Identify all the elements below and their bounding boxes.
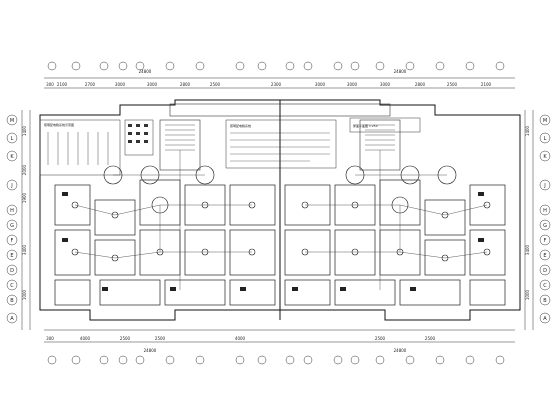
right-axis-E: E — [543, 253, 546, 259]
left-legend-box: 照明配电箱系统示意图 — [39, 119, 121, 176]
left-dim-3: 3400 — [22, 244, 27, 255]
overall-dim-bottom-left: 24800 — [144, 348, 157, 353]
right-axis-C: C — [543, 283, 547, 289]
left-axis-E: E — [10, 253, 13, 259]
right-note-text: 屋面平面图 1:250 — [353, 123, 378, 128]
top-dim-4: 2800 — [180, 82, 191, 87]
left-dim-0: 1400 — [22, 125, 27, 136]
left-axis-M: M — [10, 118, 14, 124]
bottom-dim-start: 300 — [46, 336, 54, 341]
top-dim-start: 300 — [46, 82, 54, 87]
left-axis-D: D — [10, 268, 14, 274]
bottom-dim-5: 2500 — [425, 336, 436, 341]
left-axis-A: A — [10, 316, 14, 322]
top-dim-3: 3000 — [147, 82, 158, 87]
left-dim-1: 2000 — [22, 164, 27, 175]
overall-dim-top-left: 24800 — [139, 69, 152, 74]
right-axis-D: D — [543, 268, 547, 274]
wiring-lines — [74, 150, 488, 290]
right-axis-F: F — [544, 238, 547, 244]
top-axis-bubbles — [47, 61, 505, 71]
left-axis-C: C — [10, 283, 14, 289]
top-dim-5: 2500 — [210, 82, 221, 87]
top-dim-11: 2100 — [481, 82, 492, 87]
overall-dim-top-right: 24800 — [394, 69, 407, 74]
right-axis-K: K — [543, 154, 547, 160]
left-axis-F: F — [11, 238, 14, 244]
top-dim-center: 2300 — [271, 82, 282, 87]
right-axis-B: B — [543, 298, 547, 304]
left-panel-schedule — [124, 119, 154, 156]
interior-walls-left — [54, 179, 276, 306]
right-axis-M: M — [543, 118, 547, 124]
bottom-dim-4: 2500 — [375, 336, 386, 341]
top-dim-7: 3000 — [347, 82, 358, 87]
bottom-dim-2: 2500 — [155, 336, 166, 341]
left-axis-G: G — [10, 223, 14, 229]
legend-title: 照明配电箱系统示意图 — [44, 122, 74, 127]
right-dim-2: 1000 — [525, 289, 530, 300]
top-dim-6: 3000 — [315, 82, 326, 87]
bottom-dimension-band: 300 4000 2500 2500 4000 2500 2500 24800 … — [44, 329, 515, 353]
center-note-title: 照明配电箱系统 — [230, 123, 251, 128]
bottom-dim-3: 4000 — [235, 336, 246, 341]
left-axis-B: B — [10, 298, 14, 304]
center-notes-box: 照明配电箱系统 — [225, 119, 337, 169]
right-dim-0: 1400 — [525, 125, 530, 136]
right-dimension-band — [524, 110, 534, 330]
right-note-box: 屋面平面图 1:250 — [349, 117, 421, 133]
left-dimension-band — [21, 110, 31, 330]
bottom-axis-bubbles — [47, 355, 505, 365]
top-dimension-band: 24800 24800 2100 2700 3000 3000 2800 250… — [44, 69, 515, 89]
top-dim-0: 2100 — [57, 82, 68, 87]
right-dim-1: 3400 — [525, 244, 530, 255]
interior-walls-right — [284, 179, 506, 306]
left-dim-2: 1900 — [22, 192, 27, 203]
left-axis-H: H — [10, 208, 14, 214]
bottom-dim-1: 2500 — [120, 336, 131, 341]
top-dim-2: 3000 — [115, 82, 126, 87]
right-axis-L: L — [544, 136, 547, 142]
top-dim-1: 2700 — [85, 82, 96, 87]
right-axis-J: J — [543, 183, 545, 189]
right-axis-H: H — [543, 208, 547, 214]
left-axis-L: L — [11, 136, 14, 142]
overall-dim-bottom-right: 24800 — [394, 348, 407, 353]
left-axis-K: K — [10, 154, 14, 160]
right-axis-A: A — [543, 316, 547, 322]
building-outline — [39, 99, 521, 321]
top-dim-8: 3000 — [380, 82, 391, 87]
bottom-dim-0: 4000 — [80, 336, 91, 341]
top-dim-10: 2500 — [447, 82, 458, 87]
right-axis-G: G — [543, 223, 547, 229]
left-dim-4: 1000 — [22, 289, 27, 300]
left-axis-J: J — [10, 183, 12, 189]
right-axis-bubbles: M L K J H G F E D C B A 1400 3400 1000 — [525, 114, 551, 324]
equipment-marks — [62, 192, 484, 291]
left-axis-bubbles: M L K J H G F E D C B A 1400 2000 1900 3… — [6, 114, 27, 324]
top-dim-9: 2800 — [415, 82, 426, 87]
